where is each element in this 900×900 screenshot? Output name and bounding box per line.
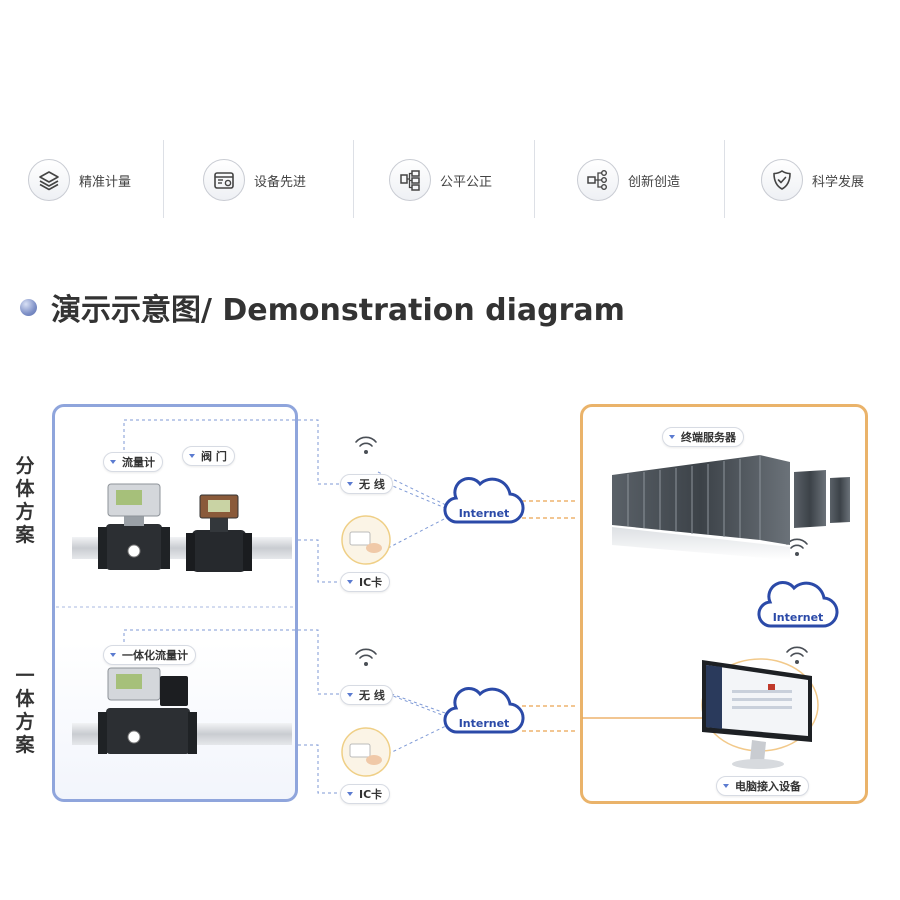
ic-card-label: IC卡 — [340, 784, 391, 804]
layers-icon — [28, 159, 70, 201]
internet-cloud-lower: Internet — [443, 687, 525, 734]
uplink-lines — [522, 500, 578, 732]
triangle-icon — [669, 435, 675, 439]
triangle-icon — [189, 454, 195, 458]
flowmeter-device — [98, 483, 170, 570]
divider — [353, 140, 354, 218]
triangle-icon — [723, 784, 729, 788]
feature-label: 设备先进 — [254, 174, 307, 190]
divider — [163, 140, 164, 218]
connector-lines — [123, 419, 451, 794]
triangle-icon — [347, 580, 353, 584]
feature-label: 精准计量 — [79, 174, 132, 190]
valve-label: 阀 门 — [182, 446, 235, 466]
valve-device — [186, 494, 252, 572]
feature-item-innovation: 创新创造 — [577, 156, 680, 204]
triangle-icon — [347, 482, 353, 486]
feature-item-advanced: 设备先进 — [203, 156, 306, 204]
heading-text: 演示示意图/ Demonstration diagram — [51, 293, 625, 328]
feature-item-science: 科学发展 — [761, 156, 864, 204]
network-boxes-icon — [389, 159, 431, 201]
shield-check-icon — [761, 159, 803, 201]
ic-card-label: IC卡 — [340, 572, 391, 592]
server-label: 终端服务器 — [662, 427, 744, 447]
ic-card-icon — [341, 515, 391, 565]
bullet-dot-icon — [20, 298, 37, 316]
triangle-icon — [110, 653, 116, 657]
split-scheme-title: 分体方案 — [15, 455, 35, 546]
cloud-label: Internet — [773, 611, 824, 624]
integrated-flowmeter-label: 一体化流量计 — [103, 645, 196, 665]
internet-cloud-upper: Internet — [443, 477, 525, 524]
device-gear-icon — [203, 159, 245, 201]
triangle-icon — [347, 693, 353, 697]
divider — [534, 140, 535, 218]
server-rack-image — [612, 455, 850, 560]
wireless-label: 无 线 — [340, 474, 393, 494]
wireless-label: 无 线 — [340, 685, 393, 705]
divider — [724, 140, 725, 218]
flowmeter-label: 流量计 — [103, 452, 163, 472]
feature-item-precise: 精准计量 — [28, 156, 131, 204]
integrated-flowmeter-device — [98, 667, 197, 754]
ic-card-icon — [341, 727, 391, 777]
pc-access-label: 电脑接入设备 — [716, 776, 809, 796]
feature-label: 公平公正 — [440, 174, 493, 190]
cloud-label: Internet — [459, 507, 510, 520]
flow-nodes-icon — [577, 159, 619, 201]
computer-monitor-image — [701, 658, 819, 769]
feature-label: 创新创造 — [628, 174, 681, 190]
feature-item-fair: 公平公正 — [389, 156, 492, 204]
internet-cloud-right: Internet — [757, 581, 839, 628]
cloud-label: Internet — [459, 717, 510, 730]
integrated-scheme-title: 一体方案 — [15, 665, 35, 756]
triangle-icon — [347, 792, 353, 796]
triangle-icon — [110, 460, 116, 464]
section-heading: 演示示意图/ Demonstration diagram — [20, 285, 625, 329]
feature-label: 科学发展 — [812, 174, 865, 190]
